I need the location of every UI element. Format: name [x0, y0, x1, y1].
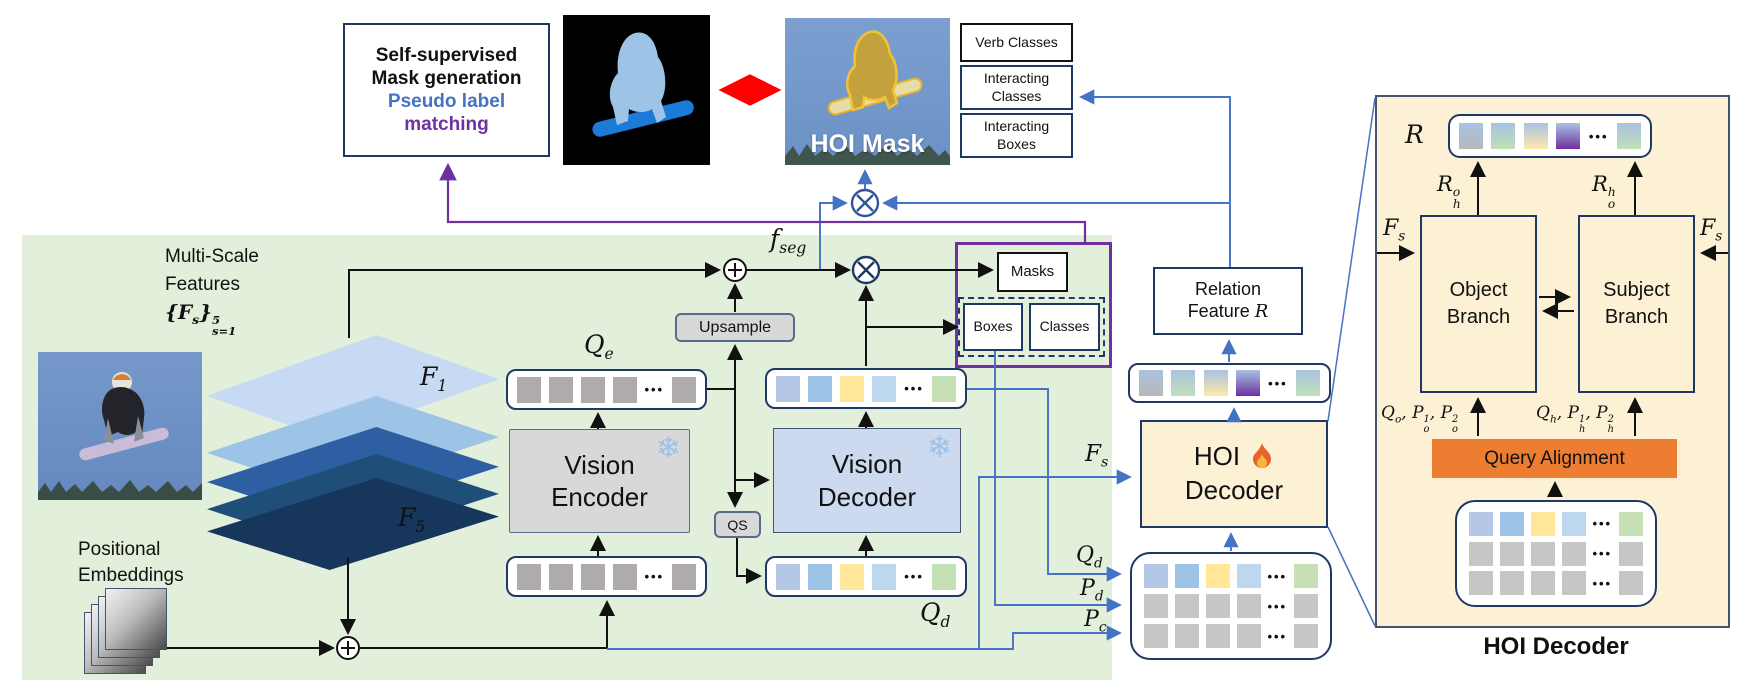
verb-classes-label: Verb Classes: [975, 33, 1058, 50]
vision-encoder-line2: Encoder: [551, 482, 648, 512]
interacting-boxes-line1: Interacting: [983, 118, 1050, 135]
upsample-label: Upsample: [698, 318, 772, 336]
panel-query-grid-row2: •••: [1469, 541, 1643, 566]
hoi-mask-shapes: ​: [785, 30, 950, 165]
multiply-node-hoi-mask: [850, 188, 880, 218]
hoi-query-grid-row3: •••: [1144, 624, 1318, 648]
decoder-output-row: •••: [765, 368, 967, 409]
positional-line2: Embeddings: [78, 564, 184, 586]
fire-icon: [1253, 443, 1272, 469]
self-supervised-box: Self-supervised Mask generation Pseudo l…: [343, 23, 550, 157]
hoi-mask-caption: HOI Mask: [810, 130, 925, 158]
object-branch-line1: Object: [1449, 279, 1508, 301]
hoi-decoder-box: HOI Decoder: [1140, 420, 1328, 528]
vision-decoder-box: Vision Decoder ❄: [773, 428, 961, 533]
f1-label: F1: [420, 362, 448, 395]
interacting-classes-line1: Interacting: [983, 70, 1050, 87]
snowflake-icon: ❄: [926, 431, 952, 464]
f5-label: F5: [398, 503, 426, 536]
relation-token-row: •••: [1128, 363, 1331, 403]
boxes-label: Boxes: [973, 318, 1013, 335]
masks-label: Masks: [1010, 262, 1055, 280]
panel-r-label: R: [1405, 120, 1424, 149]
qe-label: Qe: [584, 330, 614, 363]
ssl-line1: Self-supervised: [375, 44, 518, 66]
query-alignment-label: Query Alignment: [1484, 447, 1625, 469]
panel-r-row: •••: [1448, 114, 1652, 158]
panel-caption: HOI Decoder: [1483, 633, 1629, 660]
upsample-box: Upsample: [675, 313, 795, 342]
feature-pyramid-stack: [207, 330, 502, 590]
verb-classes-box: Verb Classes: [960, 23, 1073, 62]
qd-feed-label: Qd: [1076, 543, 1103, 572]
hoi-decoder-line1: HOI: [1193, 441, 1241, 472]
positional-embeddings-stack: [84, 588, 184, 683]
classes-label: Classes: [1039, 318, 1090, 335]
relation-line2: Feature R: [1187, 301, 1269, 322]
panel-query-grid-row1: •••: [1469, 511, 1643, 536]
input-image-shapes: [38, 372, 202, 500]
multi-scale-line1: Multi-Scale: [165, 246, 259, 267]
interacting-boxes-box: Interacting Boxes: [960, 113, 1073, 158]
query-alignment-box: Query Alignment: [1432, 439, 1677, 478]
pc-feed-label: Pc: [1084, 607, 1107, 636]
panel-fs-right-label: Fs: [1700, 216, 1723, 245]
qs-label: QS: [727, 516, 748, 533]
subject-branch-line2: Branch: [1604, 306, 1669, 328]
positional-line1: Positional: [78, 539, 161, 560]
hoi-query-grid: ••• ••• •••: [1130, 552, 1332, 660]
masks-box: Masks: [997, 252, 1068, 292]
panel-fs-left-label: Fs: [1383, 216, 1406, 245]
boxes-box: Boxes: [963, 303, 1023, 351]
ssl-line2: Mask generation: [371, 67, 522, 89]
relation-feature-box: Relation Feature R: [1153, 267, 1303, 335]
multi-scale-line2: Features: [165, 273, 240, 295]
encoder-input-row: •••: [506, 556, 707, 597]
object-branch-line2: Branch: [1446, 306, 1511, 328]
fs-label: Fs: [1085, 441, 1109, 471]
interacting-classes-box: Interacting Classes: [960, 65, 1073, 110]
relation-r-symbol: R: [1254, 301, 1269, 322]
ssl-line3: Pseudo label: [387, 91, 506, 112]
encoder-query-row: •••: [506, 369, 707, 410]
fseg-label: fseg: [770, 224, 807, 257]
vision-encoder-line1: Vision: [564, 449, 635, 480]
vision-decoder-line1: Vision: [831, 449, 903, 479]
qd-label: Qd: [920, 598, 951, 631]
snowflake-icon: ❄: [655, 432, 681, 465]
input-image: [38, 352, 202, 500]
vision-decoder-line2: Decoder: [817, 481, 917, 512]
subject-branch-box: Subject Branch: [1578, 215, 1695, 393]
qs-box: QS: [714, 511, 761, 538]
positional-embeddings-label: Positional Embeddings: [78, 537, 184, 588]
hoi-query-grid-row1: •••: [1144, 564, 1318, 588]
vision-encoder-box: Vision Encoder ❄: [509, 429, 690, 533]
ssl-line4: matching: [404, 114, 489, 136]
panel-query-grid-row3: •••: [1469, 571, 1643, 596]
decoder-input-row: •••: [765, 556, 967, 597]
pseudo-mask-image: [563, 15, 710, 165]
subject-branch-line1: Subject: [1603, 279, 1670, 301]
pseudo-mask-shapes: [592, 32, 694, 137]
interacting-boxes-line2: Boxes: [997, 135, 1036, 152]
relation-line1: Relation: [1194, 279, 1262, 300]
classes-box: Classes: [1029, 303, 1100, 351]
pd-feed-label: Pd: [1080, 576, 1104, 605]
hoi-query-grid-row2: •••: [1144, 594, 1318, 618]
interacting-classes-line2: Classes: [991, 87, 1042, 104]
hoi-decoder-line2: Decoder: [1184, 475, 1284, 505]
pe-card-1: [105, 588, 167, 650]
hoi-mask-image: ​ HOI Mask: [785, 18, 950, 165]
panel-query-grid: ••• ••• •••: [1455, 500, 1657, 607]
object-branch-box: Object Branch: [1420, 215, 1537, 393]
